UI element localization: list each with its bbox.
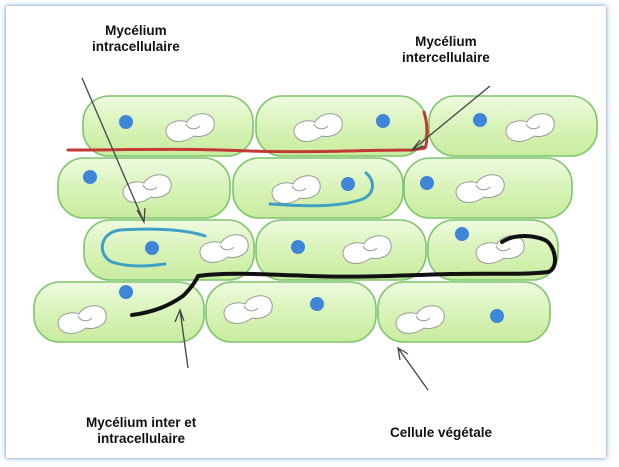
label-line: Mycélium <box>92 23 180 39</box>
arrow-plant-cell <box>398 348 428 390</box>
label-mycelium-inter-intra: Mycélium inter et intracellulaire <box>86 415 196 447</box>
nucleus <box>119 285 133 299</box>
label-mycelium-intracellular: Mycélium intracellulaire <box>92 23 180 55</box>
nucleus <box>119 115 133 129</box>
label-line: Mycélium <box>402 34 490 50</box>
label-line: intracellulaire <box>92 39 180 55</box>
label-line: intercellulaire <box>402 50 490 66</box>
nucleus <box>291 240 305 254</box>
nucleus <box>473 113 487 127</box>
label-plant-cell: Cellule végétale <box>390 425 492 441</box>
nucleus <box>490 309 504 323</box>
plant-cell <box>404 158 572 218</box>
plant-cell <box>58 158 230 218</box>
nucleus <box>83 170 97 184</box>
label-line: Mycélium inter et <box>86 415 196 431</box>
nucleus <box>341 177 355 191</box>
plant-cells-group <box>34 96 597 342</box>
plant-cell <box>256 220 426 280</box>
plant-cell <box>233 158 403 218</box>
plant-cell <box>83 96 253 156</box>
plant-cell <box>429 96 597 156</box>
nucleus <box>376 114 390 128</box>
nucleus <box>455 227 469 241</box>
plant-cell <box>206 282 376 342</box>
plant-cell <box>256 96 426 156</box>
label-line: Cellule végétale <box>390 425 492 441</box>
nucleus <box>420 176 434 190</box>
nucleus <box>310 297 324 311</box>
label-line: intracellulaire <box>86 431 196 447</box>
label-mycelium-intercellular: Mycélium intercellulaire <box>402 34 490 66</box>
nucleus <box>145 241 159 255</box>
plant-cell <box>378 282 550 342</box>
cell-wall <box>256 220 426 280</box>
